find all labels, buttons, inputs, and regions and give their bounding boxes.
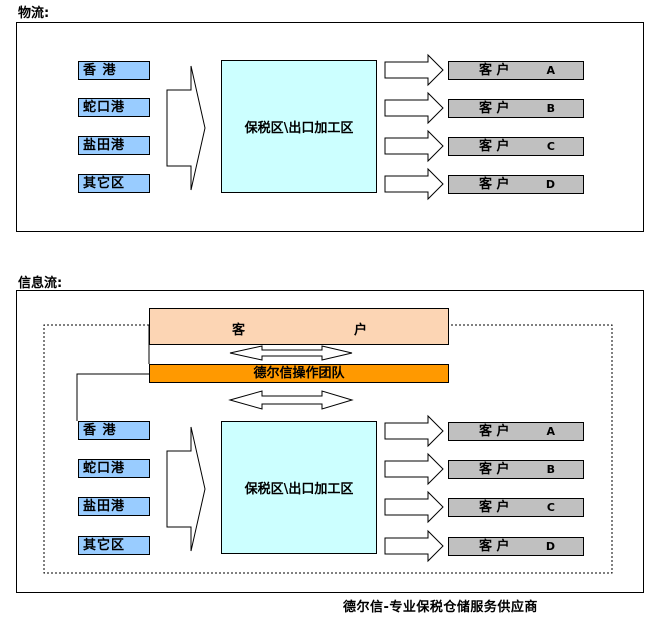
customer-label: 客 户 <box>479 539 510 554</box>
double-arrow <box>228 390 354 410</box>
customer-letter: C <box>546 140 555 153</box>
bonded-zone-box: 保税区\出口加工区 <box>221 421 377 554</box>
top-customer-label-right: 户 <box>354 323 368 338</box>
big-right-arrow <box>166 65 206 191</box>
operations-team-box: 德尔信操作团队 <box>149 364 449 383</box>
customer-label: 客 户 <box>479 462 510 477</box>
customer-label: 客 户 <box>479 177 510 192</box>
top-customer-label-left: 客 <box>232 323 246 338</box>
right-arrow <box>384 452 444 486</box>
customer-label: 客 户 <box>479 500 510 515</box>
customer-letter: A <box>546 425 555 438</box>
double-arrow <box>229 345 353 361</box>
logistics-title: 物流: <box>18 6 50 21</box>
customer-label: 客 户 <box>479 139 510 154</box>
information-title: 信息流: <box>18 276 63 291</box>
dotted-connector <box>43 324 613 574</box>
customer-box: 客 户 A <box>448 422 584 441</box>
customer-letter: A <box>546 64 555 77</box>
customer-box: 客 户 A <box>448 61 584 80</box>
customer-box: 客 户 C <box>448 137 584 156</box>
customer-box: 客 户 B <box>448 460 584 479</box>
bonded-zone-box: 保税区\出口加工区 <box>221 60 377 193</box>
team-to-ports-line <box>76 373 149 421</box>
port-box: 蛇口港 <box>78 459 150 478</box>
customer-label: 客 户 <box>479 63 510 78</box>
right-arrow <box>384 53 444 87</box>
right-arrow <box>384 167 444 201</box>
footer-slogan: 德尔信-专业保税仓储服务供应商 <box>343 600 538 615</box>
right-arrow <box>384 490 444 524</box>
port-box: 蛇口港 <box>78 98 150 117</box>
customer-box: 客 户 D <box>448 537 584 556</box>
top-customer-box: 客 户 <box>149 308 449 345</box>
port-box: 其它区 <box>78 536 150 555</box>
customer-box: 客 户 B <box>448 99 584 118</box>
right-arrow <box>384 529 444 563</box>
port-box: 香 港 <box>78 61 150 80</box>
customer-box: 客 户 C <box>448 498 584 517</box>
customer-letter: D <box>545 540 555 553</box>
big-right-arrow <box>166 426 206 552</box>
right-arrow <box>384 129 444 163</box>
right-arrow <box>384 91 444 125</box>
customer-letter: B <box>546 463 555 476</box>
customer-letter: C <box>546 501 555 514</box>
port-box: 香 港 <box>78 421 150 440</box>
port-box: 其它区 <box>78 174 150 193</box>
customer-box: 客 户 D <box>448 175 584 194</box>
customer-label: 客 户 <box>479 424 510 439</box>
right-arrow <box>384 414 444 448</box>
customer-label: 客 户 <box>479 101 510 116</box>
customer-letter: D <box>545 178 555 191</box>
port-box: 盐田港 <box>78 497 150 516</box>
port-box: 盐田港 <box>78 136 150 155</box>
customer-letter: B <box>546 102 555 115</box>
